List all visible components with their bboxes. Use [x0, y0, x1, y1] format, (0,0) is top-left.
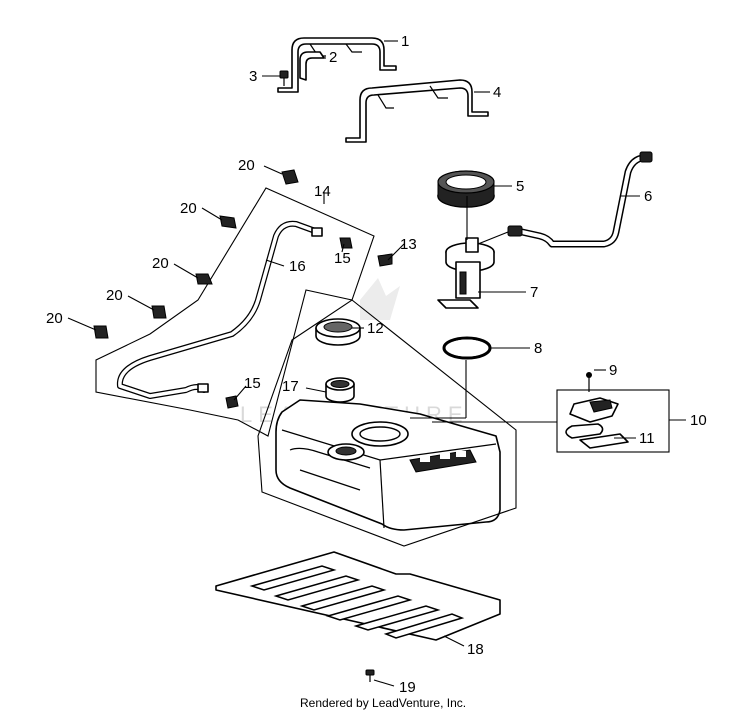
part-20-clip-c — [195, 273, 213, 285]
part-16-vent-hose — [116, 220, 323, 399]
part-18-skid-plate — [215, 551, 501, 641]
callout-3: 3 — [249, 68, 257, 85]
tank-group-frame — [257, 299, 517, 547]
callout-20-b: 20 — [180, 200, 197, 217]
callout-16: 16 — [289, 258, 306, 275]
part-5-lock-ring — [437, 170, 495, 208]
callout-18: 18 — [467, 641, 484, 658]
part-15-clamp-upper — [339, 237, 353, 249]
callout-13: 13 — [400, 236, 417, 253]
callout-4: 4 — [493, 84, 501, 101]
leader-lines — [67, 40, 686, 687]
part-20-clip-d — [151, 305, 167, 319]
callout-12: 12 — [367, 320, 384, 337]
callout-14: 14 — [314, 183, 331, 200]
part-14-hose-group-frame — [95, 187, 375, 437]
callout-6: 6 — [644, 188, 652, 205]
part-3-bolt — [279, 70, 289, 86]
callout-15-lower: 15 — [244, 375, 261, 392]
callout-7: 7 — [530, 284, 538, 301]
part-19-screw — [365, 669, 375, 682]
callout-15-upper: 15 — [334, 250, 351, 267]
part-4-tank-strap — [345, 79, 489, 143]
callout-20-a: 20 — [238, 157, 255, 174]
part-17-filler-neck — [325, 377, 355, 403]
callouts: 1 2 3 4 5 6 7 8 9 10 11 12 13 14 15 15 1… — [46, 33, 707, 696]
part-13-connector — [377, 253, 393, 267]
callout-20-e: 20 — [46, 310, 63, 327]
callout-20-d: 20 — [106, 287, 123, 304]
part-7-fuel-pump — [437, 231, 509, 309]
callout-11: 11 — [639, 430, 655, 447]
callout-17: 17 — [282, 378, 299, 395]
footer-credit: Rendered by LeadVenture, Inc. — [300, 696, 466, 710]
part-8-o-ring — [442, 336, 492, 360]
part-20-clip-a — [281, 169, 299, 185]
part-20-clip-b — [219, 215, 237, 229]
part-10-fuel-sender-assembly — [556, 372, 670, 453]
callout-8: 8 — [534, 340, 542, 357]
part-20-clip-e — [93, 325, 109, 339]
part-6-fuel-hose — [507, 151, 653, 248]
callout-5: 5 — [516, 178, 524, 195]
callout-19: 19 — [399, 679, 416, 696]
fuel-tank — [275, 399, 501, 531]
part-12-fuel-cap — [315, 318, 361, 346]
callout-20-c: 20 — [152, 255, 169, 272]
callout-1: 1 — [401, 33, 409, 50]
callout-10: 10 — [690, 412, 707, 429]
part-2-strap-pad — [299, 51, 325, 81]
callout-2: 2 — [329, 49, 337, 66]
callout-9: 9 — [609, 362, 617, 379]
